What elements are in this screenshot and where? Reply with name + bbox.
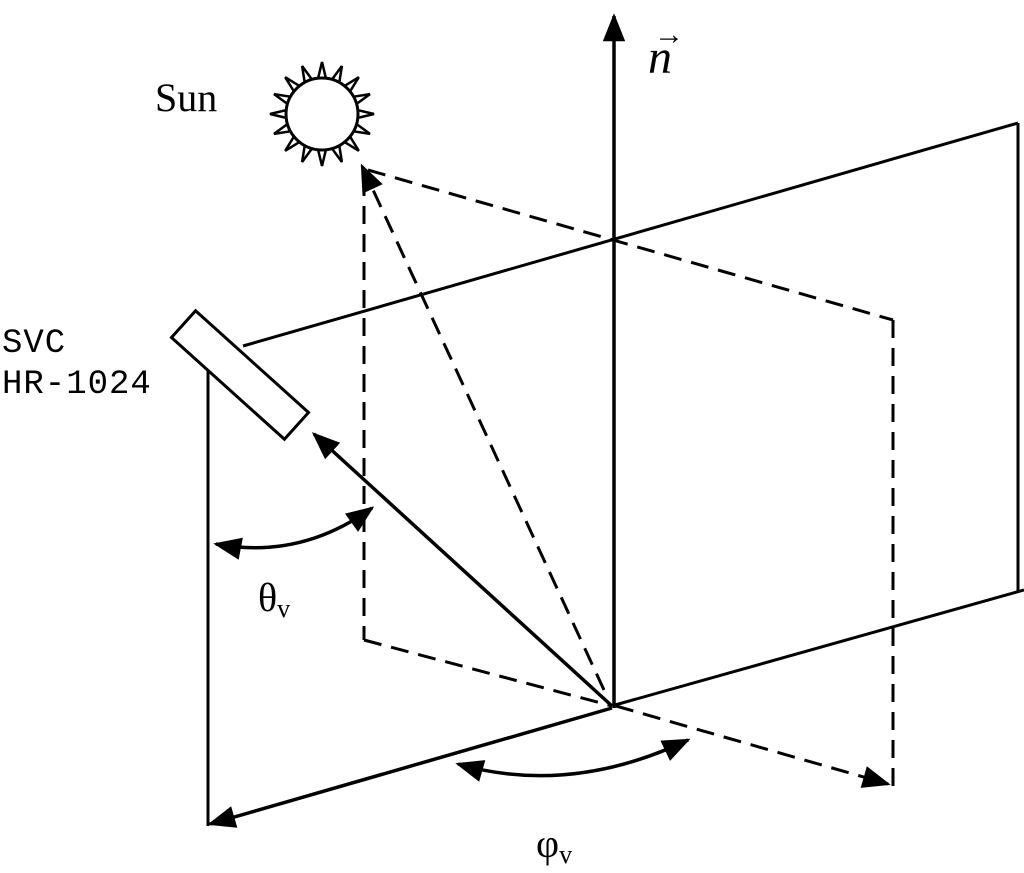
sun-icon [269, 61, 375, 167]
sun-label: Sun [155, 75, 218, 120]
zenith-angle-label: θv [258, 578, 290, 622]
zenith-angle-subscript: v [277, 594, 291, 623]
horizontal-reference-axis [207, 706, 613, 828]
zenith-angle-arc [213, 506, 375, 560]
sun-plane-bottom [363, 638, 613, 708]
vertical-plane [206, 121, 1024, 826]
sun-direction-line [360, 163, 606, 691]
sun-principal-plane [360, 163, 895, 788]
sun-plane-top-edge [367, 168, 894, 322]
azimuth-angle-subscript: v [559, 840, 573, 869]
instrument-label-model: SVC [2, 325, 67, 363]
normal-symbol: n [648, 31, 672, 84]
plane-bottom-edge [614, 588, 1024, 707]
plane-top-edge [242, 121, 1019, 348]
azimuth-angle-symbol: φ [536, 821, 560, 866]
sun-azimuth-ground-line [615, 704, 891, 788]
viewing-direction-line [311, 432, 614, 708]
sun-disc [284, 76, 360, 152]
instrument-label-number: HR-1024 [2, 366, 152, 404]
surface-normal-label: →n [648, 20, 684, 84]
zenith-angle-symbol: θ [258, 575, 278, 620]
azimuth-angle-arc [455, 738, 691, 782]
spectroradiometer-sensor [169, 308, 311, 442]
azimuth-angle-label: φv [536, 824, 572, 868]
vector-arrow-mark: → [654, 18, 684, 51]
